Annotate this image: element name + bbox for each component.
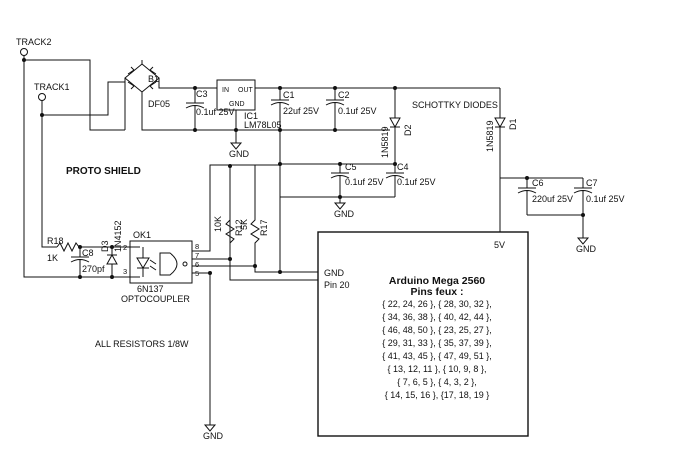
capacitor-c5: C5 0.1uf 25V xyxy=(330,162,384,197)
c7-value: 0.1uf 25V xyxy=(586,194,625,204)
capacitor-c2: C2 0.1uf 25V xyxy=(325,88,377,130)
opto-pin-2: 2 xyxy=(123,243,127,252)
gnd-symbol-mid: GND xyxy=(333,197,355,219)
reg-pin-out: OUT xyxy=(238,87,254,94)
capacitor-c8: C8 270pf xyxy=(70,247,105,277)
d3-part: 1N4152 xyxy=(113,220,123,252)
gnd-mid-label: GND xyxy=(334,209,355,219)
arduino-pins-feux: Pins feux : xyxy=(410,286,463,298)
capacitor-c4: C4 0.1uf 25V xyxy=(385,162,436,197)
pin-group-line: { 41, 43, 45 }, { 47, 49, 51 }, xyxy=(382,351,492,361)
gnd-symbol-right: GND xyxy=(576,215,597,254)
arduino-title: Arduino Mega 2560 xyxy=(389,275,485,287)
r12-ref: R12 xyxy=(234,219,244,236)
c8-ref: C8 xyxy=(82,248,94,258)
diode-d1: 1N5819 D1 xyxy=(485,88,518,232)
pin-group-line: { 14, 15, 16 }, {17, 18, 19 } xyxy=(385,390,490,400)
c6-ref: C6 xyxy=(532,178,544,188)
junction-dots xyxy=(22,58,585,279)
all-resistors-label: ALL RESISTORS 1/8W xyxy=(95,339,189,349)
track1-label: TRACK1 xyxy=(34,82,70,92)
opto-pin-8: 8 xyxy=(195,242,199,251)
d3-ref: D3 xyxy=(100,240,110,252)
gnd-right-label: GND xyxy=(576,244,597,254)
arduino-gnd-label: GND xyxy=(324,268,345,278)
r18-ref: R18 xyxy=(47,236,64,246)
gnd-symbol-top: GND xyxy=(229,130,250,159)
pin-group-line: { 29, 31, 33 }, { 35, 37, 39 }, xyxy=(382,338,492,348)
r17-value: 5K xyxy=(239,219,249,230)
capacitor-c6: C6 220uf 25V xyxy=(517,178,573,215)
pin-group-list: { 22, 24, 26 }, { 28, 30, 32 }, { 34, 36… xyxy=(382,299,492,400)
d2-part: 1N5819 xyxy=(380,126,390,158)
opto-pin-7: 7 xyxy=(195,251,199,260)
opto-pin-3: 3 xyxy=(123,267,127,276)
bridge-rectifier-b1: B1 DF05 xyxy=(124,63,170,109)
optocoupler-ok1: OK1 6N137 OPTOCOUPLER 8 7 6 5 2 3 xyxy=(121,230,199,304)
d1-ref: D1 xyxy=(508,118,518,130)
track1-terminal: TRACK1 xyxy=(34,82,70,101)
c5-value: 0.1uf 25V xyxy=(345,177,384,187)
track2-terminal: TRACK2 xyxy=(16,37,52,56)
c4-ref: C4 xyxy=(397,162,409,172)
c3-ref: C3 xyxy=(196,89,208,99)
capacitor-c1: C1 22uf 25V xyxy=(270,88,319,130)
d1-part: 1N5819 xyxy=(485,120,495,152)
pin-group-line: { 7, 6, 5 }, { 4, 3, 2 }, xyxy=(397,377,477,387)
gnd-bottom-label: GND xyxy=(203,431,224,441)
resistor-r17: 5K R17 xyxy=(239,166,269,266)
c2-ref: C2 xyxy=(338,90,350,100)
c7-ref: C7 xyxy=(586,178,598,188)
ic1-ref: IC1 xyxy=(244,111,258,121)
c1-ref: C1 xyxy=(283,90,295,100)
d2-ref: D2 xyxy=(403,124,413,136)
arduino-pin20-label: Pin 20 xyxy=(324,280,350,290)
capacitor-c3: C3 0.1uf 25V xyxy=(185,88,235,130)
b1-part: DF05 xyxy=(148,99,170,109)
r17-ref: R17 xyxy=(259,219,269,236)
proto-shield-label: PROTO SHIELD xyxy=(66,166,141,177)
optocoupler-label: OPTOCOUPLER xyxy=(121,294,190,304)
pin-group-line: { 13, 12, 11 }, { 10, 9, 8 }, xyxy=(388,364,487,374)
pin-group-line: { 34, 36, 38 }, { 40, 42, 44 }, xyxy=(382,312,492,322)
diode-d2: 1N5819 D2 xyxy=(380,88,413,164)
arduino-mega-block: 5V GND Pin 20 Arduino Mega 2560 Pins feu… xyxy=(317,231,529,437)
gnd-top-label: GND xyxy=(229,149,250,159)
c5-ref: C5 xyxy=(345,162,357,172)
capacitor-c7: C7 0.1uf 25V xyxy=(573,178,625,215)
c6-value: 220uf 25V xyxy=(532,194,573,204)
ic1-part: LM78L05 xyxy=(244,120,282,130)
c4-value: 0.1uf 25V xyxy=(397,177,436,187)
pin-group-line: { 22, 24, 26 }, { 28, 30, 32 }, xyxy=(382,299,492,309)
b1-ref: B1 xyxy=(148,74,159,84)
reg-pin-in: IN xyxy=(222,87,229,94)
diode-d3: D3 1N4152 xyxy=(100,220,123,277)
c2-value: 0.1uf 25V xyxy=(338,106,377,116)
track2-label: TRACK2 xyxy=(16,37,52,47)
c1-value: 22uf 25V xyxy=(283,106,319,116)
gnd-symbol-bottom: GND xyxy=(203,418,224,441)
c8-value: 270pf xyxy=(82,264,105,274)
pin-group-line: { 46, 48, 50 }, { 23, 25, 27 }, xyxy=(382,325,492,335)
arduino-5v-label: 5V xyxy=(494,240,505,250)
resistor-r12: 10K R12 xyxy=(213,166,244,259)
opto-part: 6N137 xyxy=(137,284,164,294)
schottky-label: SCHOTTKY DIODES xyxy=(412,100,498,110)
c3-value: 0.1uf 25V xyxy=(196,107,235,117)
ok1-ref: OK1 xyxy=(133,230,151,240)
r12-value: 10K xyxy=(213,216,223,232)
opto-pin-6: 6 xyxy=(195,260,199,269)
r18-value: 1K xyxy=(47,253,58,263)
reg-pin-gnd: GND xyxy=(229,101,245,108)
